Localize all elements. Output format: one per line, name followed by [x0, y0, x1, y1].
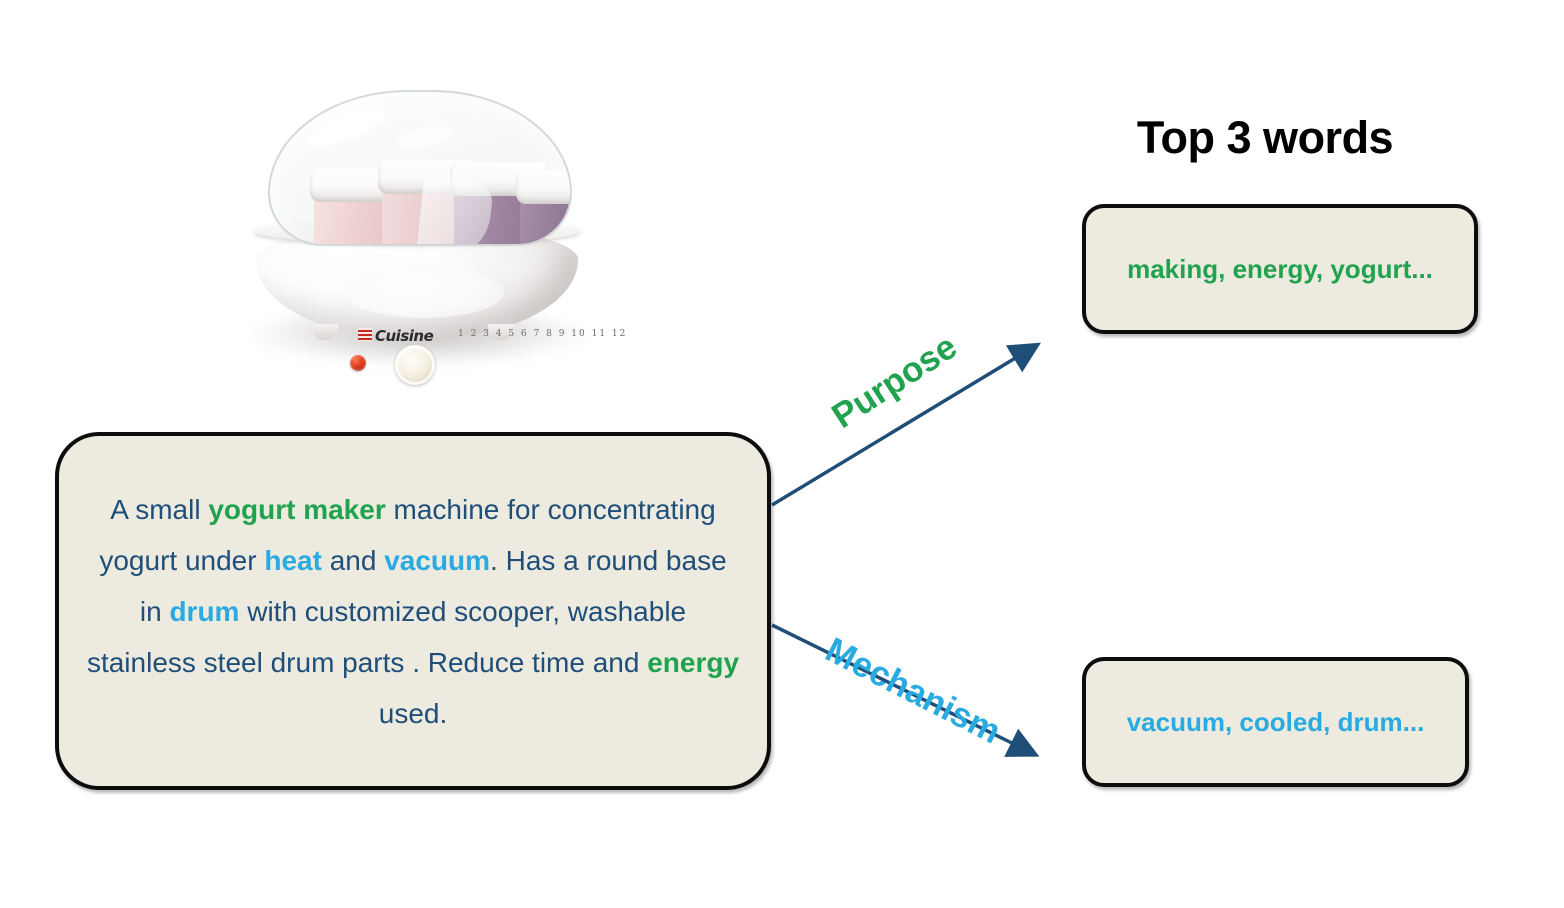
description-segment: A small — [110, 493, 209, 525]
keyword-blue: heat — [264, 544, 322, 576]
transparent-dome-lid — [268, 90, 572, 246]
dome-highlight — [396, 122, 456, 152]
brand-logo-icon — [358, 328, 372, 341]
mechanism-words-text: vacuum, cooled, drum... — [1126, 707, 1425, 737]
description-segment: machine for concentrating yogurt under — [99, 493, 716, 576]
timer-scale-markings: 1 2 3 4 5 6 7 8 9 10 11 12 — [458, 329, 628, 339]
keyword-green: energy — [647, 646, 740, 678]
description-box: A small yogurt maker machine for concent… — [55, 432, 771, 790]
keyword-blue: vacuum — [384, 544, 491, 576]
control-face — [344, 266, 504, 318]
description-text: A small yogurt maker machine for concent… — [85, 484, 741, 739]
mechanism-words-box: vacuum, cooled, drum... — [1082, 657, 1469, 787]
description-segment: and — [321, 544, 385, 576]
keyword-blue: drum — [169, 595, 240, 627]
mechanism-arrow-label: Mechanism — [819, 630, 1007, 752]
purpose-words-text: making, energy, yogurt... — [1127, 254, 1433, 284]
keyword-green: yogurt maker — [208, 493, 386, 525]
dome-highlight — [302, 98, 392, 156]
brand-name: Cuisine — [375, 327, 434, 345]
purpose-arrow-label: Purpose — [825, 326, 964, 436]
description-segment: . Has a round base in — [139, 544, 727, 627]
page-title: Top 3 words — [1136, 112, 1394, 163]
yogurt-jar — [516, 170, 570, 244]
timer-knob[interactable] — [395, 345, 435, 385]
power-indicator-light — [350, 355, 366, 371]
clear-plastic-flap — [416, 176, 494, 244]
purpose-words-box: making, energy, yogurt... — [1082, 204, 1478, 334]
description-segment: used. — [378, 697, 448, 729]
appliance-foot-left — [312, 324, 338, 340]
appliance-foot-right — [488, 324, 514, 340]
product-photo-yogurt-maker: Cuisine 1 2 3 4 5 6 7 8 9 10 11 12 — [232, 78, 625, 385]
description-segment: with customized scooper, washable stainl… — [86, 595, 687, 678]
